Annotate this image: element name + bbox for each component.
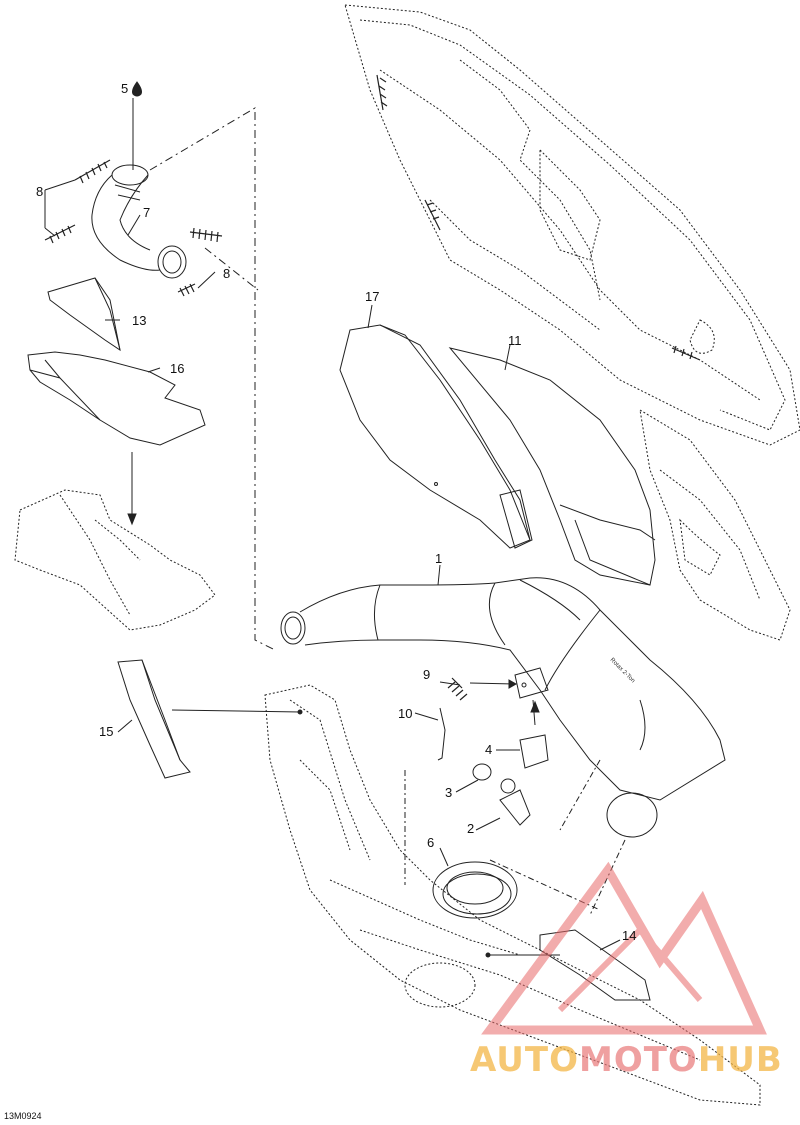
panel-spring-marks <box>376 74 701 361</box>
callout-13: 13 <box>132 313 147 328</box>
callout-14: 14 <box>622 928 637 943</box>
callout-6: 6 <box>427 835 435 850</box>
part-14 <box>539 929 651 1001</box>
callout-3: 3 <box>445 785 453 800</box>
leader-lines <box>149 107 276 651</box>
callout-16: 16 <box>170 361 185 376</box>
callout-17: 17 <box>365 289 380 304</box>
callout-4: 4 <box>485 742 493 757</box>
part-13 <box>47 277 121 352</box>
callout-1: 1 <box>435 551 443 566</box>
heat-shield-11 <box>448 347 656 586</box>
callout-9: 9 <box>423 667 431 682</box>
callout-8-lower: 8 <box>223 266 231 281</box>
muffler-label: Rotax 2-Ton <box>609 657 636 684</box>
body-floor <box>264 684 761 1106</box>
figure-code: 13M0924 <box>4 1111 42 1121</box>
bracket-lower-left <box>14 489 216 631</box>
body-panel-upper <box>344 4 800 446</box>
callout-5: 5 <box>121 81 129 96</box>
part-15 <box>117 659 191 779</box>
callout-11: 11 <box>508 333 522 348</box>
muffler-1 <box>280 577 726 838</box>
part-16 <box>27 351 206 446</box>
springs-8 <box>44 159 223 297</box>
callout-15: 15 <box>99 724 114 739</box>
small-parts <box>437 667 549 826</box>
exhaust-pipe-7 <box>91 164 187 279</box>
body-panel-right <box>639 409 791 641</box>
watermark-logo <box>481 861 767 1035</box>
watermark-text: AUTOMOTOHUB <box>470 1040 783 1080</box>
callout-2: 2 <box>467 821 475 836</box>
callout-10: 10 <box>398 706 413 721</box>
grommet-6 <box>432 861 518 919</box>
callout-8-upper: 8 <box>36 184 44 199</box>
callout-leaders <box>44 98 621 956</box>
callout-7: 7 <box>143 205 151 220</box>
leader-15 <box>171 709 301 713</box>
heat-shield-17 <box>339 324 533 549</box>
oil-drop-icon <box>132 81 142 97</box>
